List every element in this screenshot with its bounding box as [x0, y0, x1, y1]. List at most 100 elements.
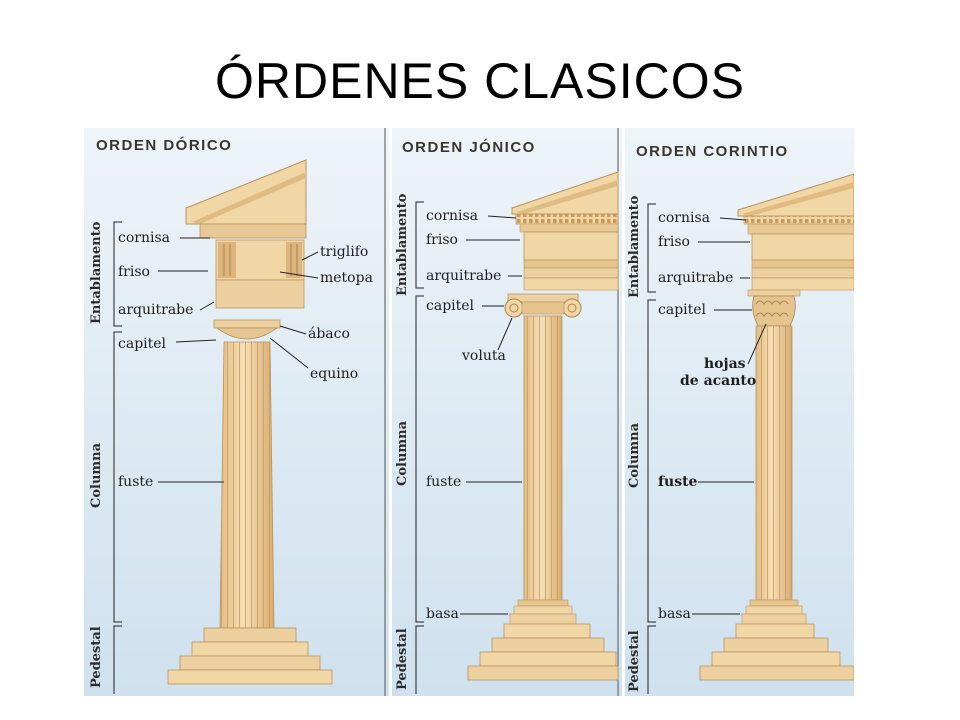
capital-abacus	[747, 289, 801, 297]
frieze	[523, 231, 619, 261]
bracket	[113, 331, 122, 623]
label-equino: equino	[310, 366, 358, 382]
abacus	[213, 319, 281, 329]
panel-heading: ORDEN JÓNICO	[402, 138, 536, 156]
bracket	[647, 203, 656, 293]
label-abaco: ábaco	[308, 326, 350, 342]
leader-line	[279, 325, 307, 335]
triglyph	[218, 242, 236, 278]
label-friso: friso	[426, 232, 458, 248]
step	[491, 637, 605, 653]
leader-line	[269, 337, 309, 369]
leader-line	[747, 323, 767, 365]
base-scotia	[513, 605, 573, 615]
triglyph	[286, 242, 302, 278]
label-fuste: fuste	[426, 474, 461, 490]
volute-spiral	[567, 303, 577, 313]
label-capitel: capitel	[658, 302, 707, 318]
cornice	[199, 223, 307, 239]
leader-line	[497, 317, 513, 351]
bracket	[113, 221, 122, 327]
step	[191, 641, 309, 657]
label-capitel: capitel	[426, 298, 475, 314]
architrave-band	[751, 267, 854, 279]
step	[735, 623, 815, 639]
label-de-acanto: de acanto	[680, 373, 756, 389]
leader-line	[719, 217, 747, 221]
step	[699, 665, 854, 681]
panel-heading: ORDEN DÓRICO	[96, 136, 232, 154]
bracket	[415, 625, 424, 694]
leader-line	[487, 215, 517, 219]
pediment-edge	[516, 180, 618, 214]
shaft-flutes	[220, 342, 274, 628]
label-capitel: capitel	[118, 336, 167, 352]
base-torus	[749, 599, 799, 607]
bracket	[415, 201, 424, 289]
label-basa: basa	[658, 606, 691, 622]
orders-illustration: ORDEN DÓRICO	[84, 128, 854, 696]
group-label: Columna	[89, 442, 104, 508]
label-cornisa: cornisa	[426, 208, 478, 224]
volute	[504, 298, 524, 318]
volute	[562, 298, 582, 318]
group-label: Pedestal	[89, 626, 104, 688]
base-torus	[517, 599, 569, 607]
pediment-edge	[742, 182, 854, 216]
bracket	[647, 299, 656, 623]
panel-doric: ORDEN DÓRICO	[89, 136, 373, 694]
bracket	[113, 625, 122, 694]
architrave-band	[523, 259, 619, 269]
capital-bell	[752, 295, 796, 327]
label-cornisa: cornisa	[658, 210, 710, 226]
leader-line	[301, 251, 319, 261]
group-label: Entablamento	[627, 195, 642, 298]
architrave-band	[751, 277, 854, 291]
cornice-molding	[519, 223, 619, 233]
label-triglifo: triglifo	[320, 244, 368, 260]
architrave-band	[523, 267, 619, 279]
panel-ionic: ORDEN JÓNICO Entabla	[395, 138, 619, 694]
step	[479, 651, 617, 667]
architrave-band	[751, 259, 854, 269]
group-label: Pedestal	[627, 630, 642, 692]
shaft-flutes	[756, 326, 792, 600]
label-basa: basa	[426, 606, 459, 622]
label-arquitrabe: arquitrabe	[426, 268, 501, 284]
pediment	[737, 173, 854, 217]
base-scotia	[745, 605, 803, 615]
label-metopa: metopa	[320, 270, 373, 286]
label-arquitrabe: arquitrabe	[658, 270, 733, 286]
architrave	[215, 279, 305, 309]
leader-line	[279, 271, 319, 279]
group-label: Entablamento	[395, 193, 410, 296]
slide-title: ÓRDENES CLASICOS	[214, 53, 745, 109]
panel-heading: ORDEN CORINTIO	[636, 143, 789, 160]
panel-corinthian: ORDEN CORINTIO Entablamento	[627, 143, 854, 694]
step	[203, 627, 297, 643]
step	[503, 623, 591, 639]
label-cornisa: cornisa	[118, 230, 170, 246]
cornice	[515, 213, 619, 225]
base-plinth	[509, 613, 577, 625]
shaft-flutes	[524, 316, 562, 600]
architrave-band	[523, 277, 619, 291]
group-label: Columna	[395, 420, 410, 486]
capital-echinus	[521, 301, 565, 315]
frieze	[751, 233, 854, 261]
leader-line	[199, 301, 215, 311]
leader-line	[175, 339, 217, 343]
label-voluta: voluta	[461, 348, 506, 364]
echinus	[215, 327, 279, 340]
bracket	[647, 625, 656, 694]
group-label: Pedestal	[395, 628, 410, 690]
cornice-molding	[747, 223, 854, 235]
group-label: Entablamento	[89, 221, 104, 324]
label-hojas: hojas	[704, 356, 746, 372]
label-friso: friso	[118, 264, 150, 280]
panel-separator	[389, 128, 392, 696]
step	[167, 669, 333, 685]
label-fuste: fuste	[118, 474, 153, 490]
base-plinth	[741, 613, 807, 625]
label-arquitrabe: arquitrabe	[118, 302, 193, 318]
